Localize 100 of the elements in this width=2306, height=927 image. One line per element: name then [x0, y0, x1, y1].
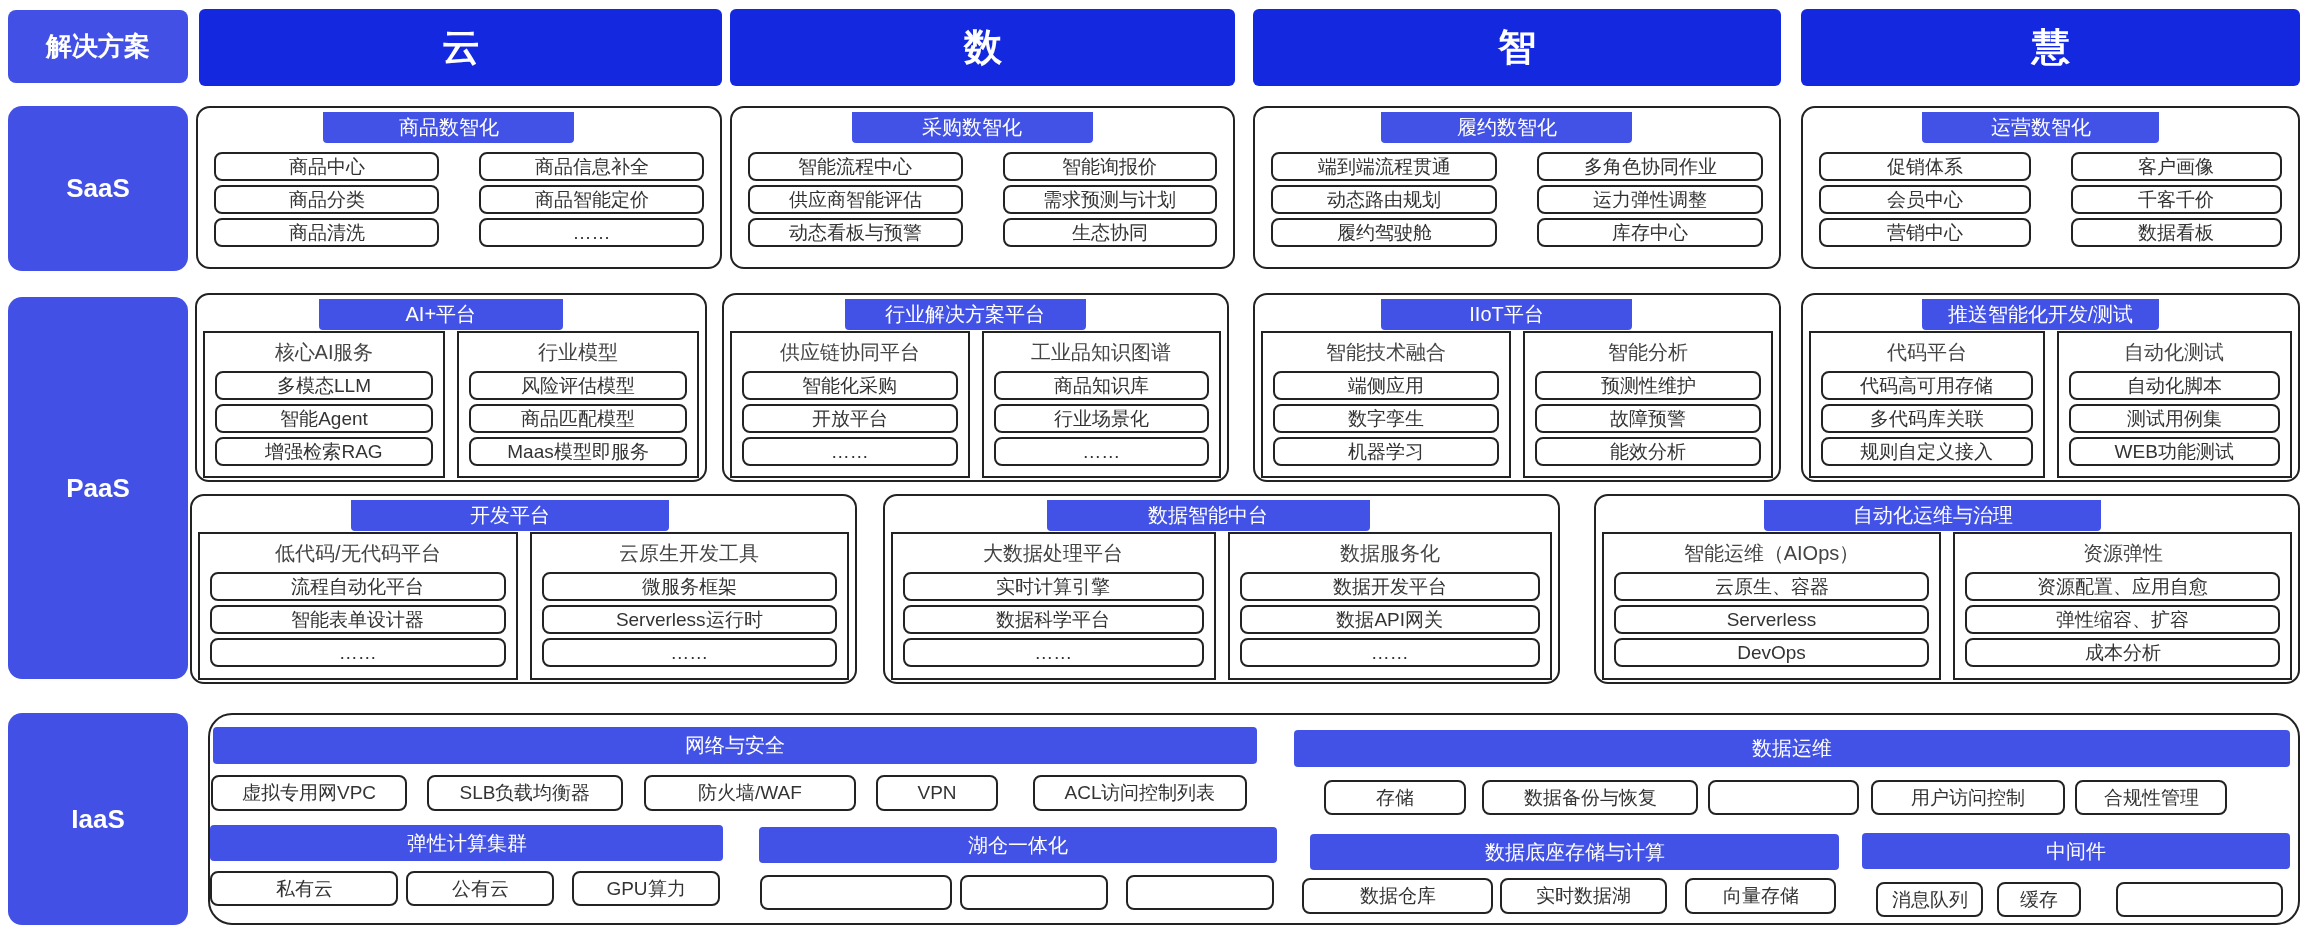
module-title: IIoT平台 [1380, 299, 1633, 330]
feature-item [1708, 780, 1859, 815]
feature-item: 云原生、容器 [1614, 572, 1929, 601]
feature-item: 商品清洗 [214, 218, 439, 247]
submodule-title: 智能分析 [1607, 340, 1689, 365]
feature-item: DevOps [1614, 638, 1929, 667]
submodule-box [1523, 331, 1773, 478]
feature-item: 数据备份与恢复 [1482, 780, 1698, 815]
feature-item: 动态路由规划 [1271, 185, 1497, 214]
feature-item: 预测性维护 [1535, 371, 1761, 400]
feature-item: 库存中心 [1537, 218, 1763, 247]
feature-item: 故障预警 [1535, 404, 1761, 433]
feature-item: 生态协同 [1002, 218, 1217, 247]
feature-item [960, 875, 1108, 910]
feature-item: 风险评估模型 [469, 371, 687, 400]
submodule-title: 云原生开发工具 [618, 541, 761, 566]
feature-item: 向量存储 [1685, 878, 1836, 914]
feature-item: 自动化脚本 [2068, 371, 2280, 400]
feature-item: 需求预测与计划 [1002, 185, 1217, 214]
module-title: 运营数智化 [1921, 112, 2160, 143]
feature-item: …… [993, 437, 1209, 466]
feature-item: 合规性管理 [2075, 780, 2227, 815]
submodule-box [981, 331, 1221, 478]
feature-item: GPU算力 [572, 871, 720, 906]
feature-item: 消息队列 [1876, 882, 1983, 917]
submodule-title: 大数据处理平台 [982, 541, 1125, 566]
module-title: 行业解决方案平台 [844, 299, 1087, 330]
feature-item: …… [479, 218, 704, 247]
module-title: AI+平台 [318, 299, 563, 330]
category-band: 数据底座存储与计算 [1310, 834, 1839, 870]
category-band: 数据运维 [1294, 730, 2290, 767]
feature-item: …… [903, 638, 1204, 667]
feature-item: 私有云 [210, 871, 398, 906]
feature-item: 动态看板与预警 [748, 218, 963, 247]
feature-item: 弹性缩容、扩容 [1965, 605, 2280, 634]
feature-item: 虚拟专用网VPC [211, 775, 407, 811]
submodule-title: 资源弹性 [2081, 541, 2164, 566]
feature-item: Serverless运行时 [541, 605, 837, 634]
feature-item: 实时计算引擎 [903, 572, 1204, 601]
layer-label: PaaS [8, 297, 188, 679]
feature-item: 客户画像 [2070, 152, 2282, 181]
feature-item: 成本分析 [1965, 638, 2280, 667]
category-band: 弹性计算集群 [210, 825, 723, 861]
feature-item: 数据开发平台 [1239, 572, 1540, 601]
feature-item: 商品信息补全 [479, 152, 704, 181]
feature-item: 机器学习 [1273, 437, 1499, 466]
feature-item: 公有云 [406, 871, 554, 906]
feature-item [1126, 875, 1274, 910]
feature-item: …… [1239, 638, 1540, 667]
submodule-box [2056, 331, 2292, 478]
feature-item: 商品知识库 [993, 371, 1209, 400]
module-panel [196, 106, 722, 269]
module-panel [730, 106, 1235, 269]
feature-item [2116, 882, 2283, 917]
feature-item: 开放平台 [742, 404, 958, 433]
submodule-box [891, 532, 1216, 680]
column-header: 智 [1253, 9, 1781, 86]
layer-label: 解决方案 [8, 10, 188, 83]
module-panel [1801, 106, 2300, 269]
feature-item: 千客千价 [2070, 185, 2282, 214]
feature-item: VPN [876, 775, 998, 811]
submodule-title: 供应链协同平台 [778, 340, 921, 365]
feature-item: 供应商智能评估 [748, 185, 963, 214]
feature-item: 资源配置、应用自愈 [1965, 572, 2280, 601]
feature-item: 商品中心 [214, 152, 439, 181]
feature-item: 实时数据湖 [1500, 878, 1667, 914]
feature-item: 数据科学平台 [903, 605, 1204, 634]
column-header: 数 [730, 9, 1235, 86]
column-header: 云 [199, 9, 722, 86]
feature-item: 测试用例集 [2068, 404, 2280, 433]
feature-item: ACL访问控制列表 [1033, 775, 1247, 811]
feature-item: 代码高可用存储 [1821, 371, 2033, 400]
submodule-box [1261, 331, 1511, 478]
module-panel [722, 293, 1229, 482]
feature-item: …… [541, 638, 837, 667]
module-title: 商品数智化 [323, 112, 574, 143]
feature-item: 数据API网关 [1239, 605, 1540, 634]
submodule-title: 行业模型 [537, 340, 619, 365]
submodule-title: 工业品知识图谱 [1030, 340, 1173, 365]
feature-item: WEB功能测试 [2068, 437, 2280, 466]
feature-item: …… [210, 638, 506, 667]
feature-item: 多代码库关联 [1821, 404, 2033, 433]
feature-item: 促销体系 [1819, 152, 2031, 181]
module-panel [1253, 106, 1781, 269]
submodule-box [1602, 532, 1941, 680]
submodule-title: 代码平台 [1885, 340, 1968, 365]
submodule-box [457, 331, 699, 478]
feature-item: 能效分析 [1535, 437, 1761, 466]
feature-item: 营销中心 [1819, 218, 2031, 247]
feature-item: 智能流程中心 [748, 152, 963, 181]
submodule-box [1953, 532, 2292, 680]
feature-item: 存储 [1324, 780, 1466, 815]
feature-item: 规则自定义接入 [1821, 437, 2033, 466]
feature-item: 会员中心 [1819, 185, 2031, 214]
feature-item [760, 875, 952, 910]
feature-item: 流程自动化平台 [210, 572, 506, 601]
feature-item: 商品匹配模型 [469, 404, 687, 433]
module-panel [190, 494, 857, 684]
feature-item: 防火墙/WAF [644, 775, 856, 811]
feature-item: 数字孪生 [1273, 404, 1499, 433]
